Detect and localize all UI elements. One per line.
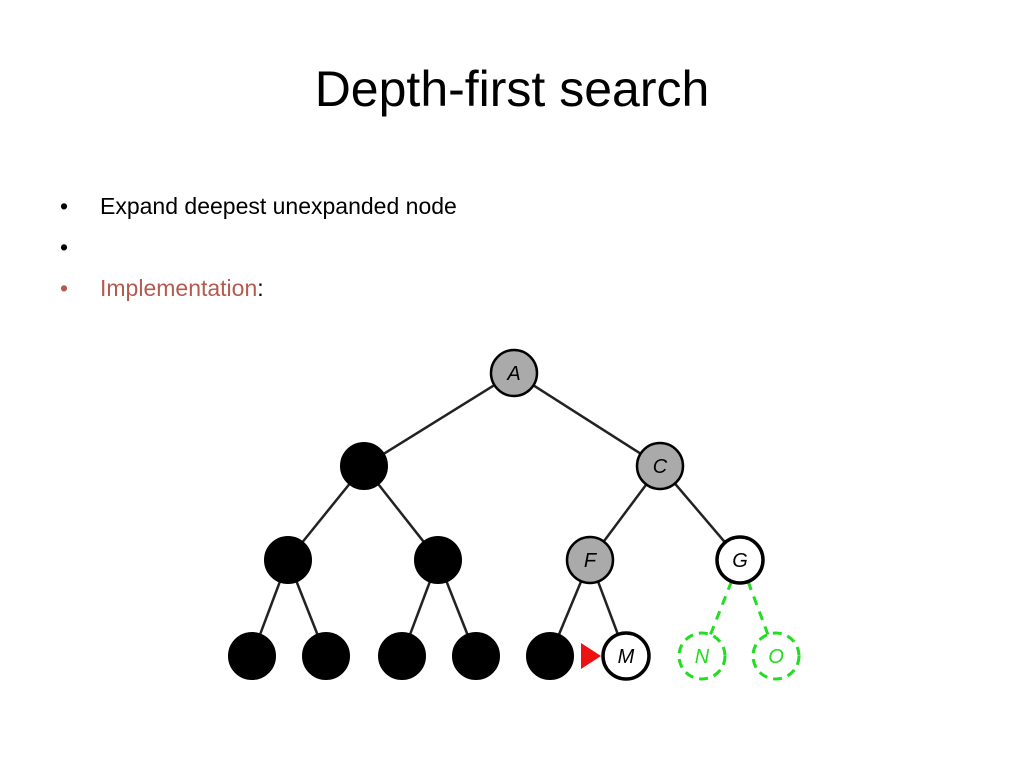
bullet-dot: •	[60, 275, 69, 301]
tree-node-J	[378, 632, 426, 680]
tree-node-circle-G	[715, 535, 765, 585]
tree-node-label-F: F	[584, 550, 598, 572]
tree-edge-B-D	[301, 483, 351, 543]
bullet-dot: •	[60, 193, 69, 219]
tree-node-circle-D	[264, 536, 312, 584]
tree-node-circle-B	[340, 442, 388, 490]
tree-edge-A-C	[532, 384, 642, 455]
bullet-item: • Implementation:	[58, 268, 457, 309]
tree-edge-G-N	[709, 580, 733, 636]
tree-node-label-A: A	[506, 363, 520, 385]
bullet-item: •	[58, 227, 457, 268]
tree-node-circle-M	[601, 631, 651, 681]
tree-node-H	[228, 632, 276, 680]
tree-edge-D-I	[295, 580, 319, 636]
tree-edges	[258, 384, 770, 636]
tree-node-N: N	[677, 631, 727, 681]
tree-node-circle-K	[452, 632, 500, 680]
tree-node-label-O: O	[768, 646, 784, 668]
tree-nodes: A C F G M N O	[228, 348, 801, 681]
tree-edge-E-K	[445, 580, 469, 636]
tree-node-circle-O	[751, 631, 801, 681]
tree-node-circle-H	[228, 632, 276, 680]
tree-node-D	[264, 536, 312, 584]
tree-edge-G-O	[746, 581, 770, 635]
tree-edge-C-F	[602, 483, 648, 543]
tree-node-circle-C	[635, 441, 685, 491]
tree-edge-F-L	[557, 580, 583, 636]
tree-node-circle-F	[565, 535, 615, 585]
tree-edge-D-H	[258, 581, 282, 635]
tree-node-C: C	[635, 441, 685, 491]
bullet-list: • Expand deepest unexpanded node • • Imp…	[58, 186, 457, 309]
tree-node-label-G: G	[732, 550, 748, 572]
current-node-pointer-icon	[581, 643, 601, 669]
bullet-item: • Expand deepest unexpanded node	[58, 186, 457, 227]
tree-edge-C-G	[673, 482, 727, 544]
tree-node-B	[340, 442, 388, 490]
tree-node-circle-J	[378, 632, 426, 680]
tree-node-O: O	[751, 631, 801, 681]
tree-node-circle-A	[489, 348, 539, 398]
bullet-suffix: :	[257, 275, 264, 301]
tree-node-M: M	[601, 631, 651, 681]
bullet-text: Expand deepest unexpanded node	[100, 193, 457, 219]
tree-node-K	[452, 632, 500, 680]
tree-node-F: F	[565, 535, 615, 585]
tree-edge-B-E	[377, 483, 425, 543]
tree-node-E	[414, 536, 462, 584]
tree-node-L	[526, 632, 574, 680]
tree-node-I	[302, 632, 350, 680]
tree-node-G: G	[715, 535, 765, 585]
tree-edge-A-B	[382, 384, 496, 455]
bullet-dot: •	[60, 234, 69, 260]
tree-node-circle-I	[302, 632, 350, 680]
tree-node-circle-N	[677, 631, 727, 681]
tree-node-circle-E	[414, 536, 462, 584]
slide-title: Depth-first search	[314, 61, 710, 117]
bullet-text-implementation: Implementation	[100, 275, 258, 301]
tree-node-circle-L	[526, 632, 574, 680]
tree-node-label-N: N	[695, 646, 710, 668]
tree-node-label-C: C	[653, 456, 668, 478]
tree-node-A: A	[489, 348, 539, 398]
tree-node-label-M: M	[618, 646, 635, 668]
tree-pointer	[581, 643, 601, 669]
tree-edge-F-M	[596, 581, 620, 635]
tree-edge-E-J	[408, 581, 432, 635]
